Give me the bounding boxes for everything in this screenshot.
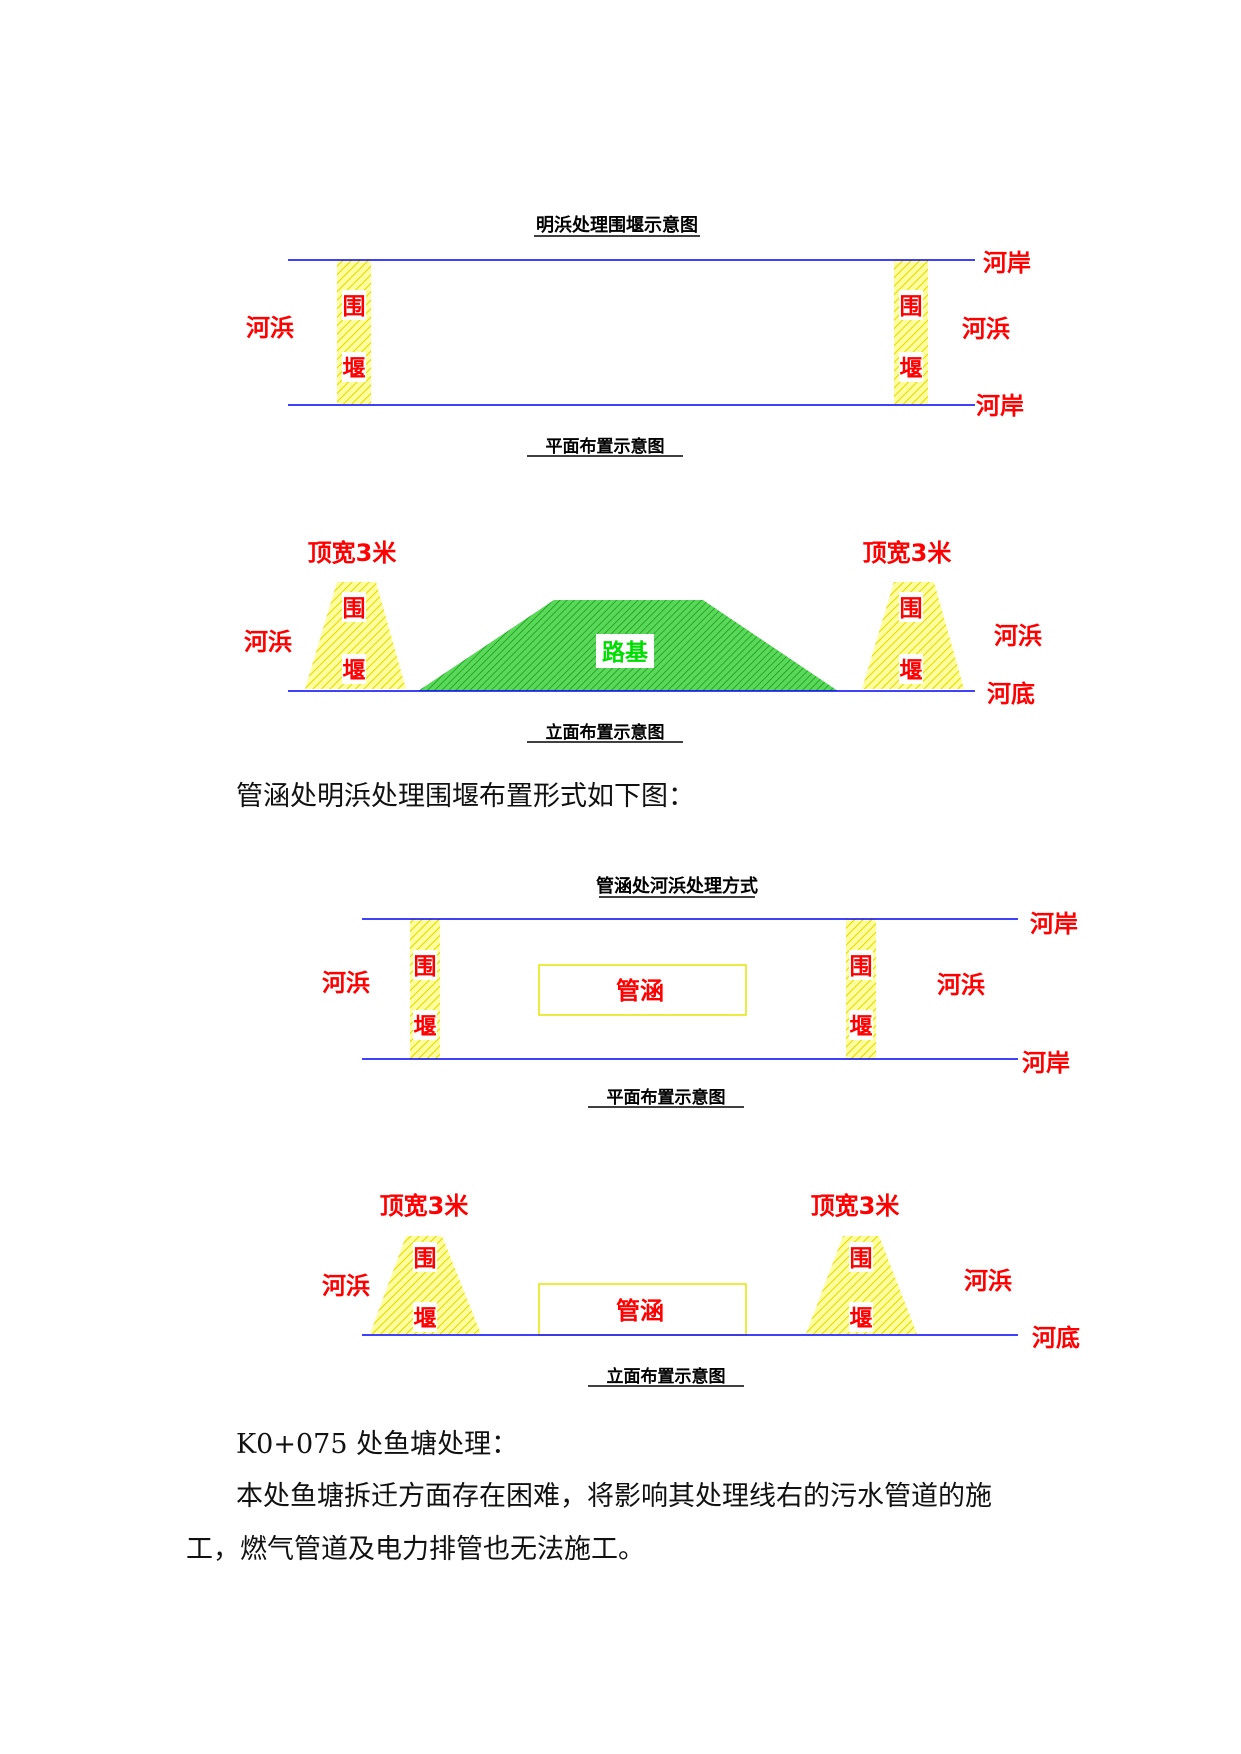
weir-right (894, 260, 928, 404)
riverbank-label: 河岸 (1022, 1049, 1070, 1077)
body-paragraph-line1: 本处鱼塘拆迁方面存在困难，将影响其处理线右的污水管道的施 (236, 1481, 992, 1512)
weir-char: 堰 (900, 356, 923, 382)
weir-char: 围 (414, 1246, 437, 1272)
weir-char: 堰 (850, 1014, 873, 1040)
label-box (899, 592, 923, 622)
weir-char: 堰 (900, 658, 923, 684)
riverbank-label: 河岸 (983, 249, 1031, 277)
label-box (849, 1302, 873, 1332)
label-box (899, 654, 923, 684)
diagram2-plan: 管涵 围 堰 围 堰 河浜 河浜 河岸 河岸 平面布置示意图 (322, 910, 1078, 1108)
label-box (413, 1302, 437, 1332)
weir-char: 围 (850, 954, 873, 980)
weir-left (337, 260, 371, 404)
diagram2-elevation: 管涵 围 堰 围 堰 顶宽3米 顶宽3米 河浜 河浜 河底 立面布置示意图 (322, 1192, 1080, 1387)
diagram1: 明浜处理围堰示意图 围 堰 围 堰 河浜 河浜 河岸 河岸 平面布置示意图 (244, 214, 1042, 743)
label-box (342, 592, 366, 622)
diagram1-title: 明浜处理围堰示意图 (536, 214, 698, 236)
river-creek-label: 河浜 (937, 971, 985, 999)
diagram2-title: 管涵处河浜处理方式 (596, 875, 758, 897)
river-creek-label: 河浜 (962, 315, 1010, 343)
roadbed-label: 路基 (602, 639, 649, 666)
label-box (596, 634, 654, 668)
weir-char: 堰 (414, 1014, 437, 1040)
label-box (899, 290, 923, 320)
culvert-box (538, 1283, 747, 1336)
label-box (899, 352, 923, 382)
weir-left-section (305, 582, 406, 689)
weir-char: 堰 (343, 658, 366, 684)
label-box (849, 950, 873, 980)
label-box (413, 1242, 437, 1272)
caption-plan: 平面布置示意图 (546, 436, 665, 457)
riverbed-label: 河底 (987, 680, 1035, 708)
culvert-box (538, 964, 747, 1016)
river-creek-label: 河浜 (322, 1272, 370, 1300)
weir-char: 围 (343, 294, 366, 320)
river-creek-label: 河浜 (994, 622, 1042, 650)
label-box (342, 290, 366, 320)
weir-char: 围 (850, 1246, 873, 1272)
caption-elevation: 立面布置示意图 (607, 1366, 726, 1387)
top-width-label: 顶宽3米 (308, 539, 397, 567)
caption-plan: 平面布置示意图 (607, 1087, 726, 1108)
river-creek-label: 河浜 (322, 969, 370, 997)
weir-right-section (806, 1236, 917, 1334)
diagram1-elevation: 围 堰 围 堰 路基 顶宽3米 顶宽3米 河浜 河浜 河底 立面布置示意图 (244, 539, 1042, 743)
label-box (342, 352, 366, 382)
intro-paragraph: 管涵处明浜处理围堰布置形式如下图： (236, 781, 695, 812)
weir-char: 堰 (414, 1306, 437, 1332)
river-creek-label: 河浜 (244, 628, 292, 656)
body-paragraph-line2: 工，燃气管道及电力排管也无法施工。 (186, 1534, 645, 1565)
label-box (413, 1010, 437, 1040)
weir-right-section (862, 582, 964, 689)
top-width-label: 顶宽3米 (380, 1192, 469, 1220)
section-heading: K0+075 处鱼塘处理： (236, 1429, 519, 1460)
weir-char: 堰 (343, 356, 366, 382)
diagram2: 管涵处河浜处理方式 管涵 围 堰 围 堰 河浜 河浜 河岸 河岸 平面布置示意图 (322, 875, 1080, 1387)
riverbank-label: 河岸 (976, 392, 1024, 420)
diagram1-plan: 围 堰 围 堰 河浜 河浜 河岸 河岸 平面布置示意图 (246, 249, 1031, 457)
label-box (849, 1242, 873, 1272)
caption-elevation: 立面布置示意图 (546, 722, 665, 743)
river-creek-label: 河浜 (964, 1267, 1012, 1295)
riverbed-label: 河底 (1032, 1324, 1080, 1352)
weir-char: 围 (900, 294, 923, 320)
weir-left-section (370, 1236, 481, 1334)
top-width-label: 顶宽3米 (863, 539, 952, 567)
riverbank-label: 河岸 (1030, 910, 1078, 938)
weir-char: 围 (343, 596, 366, 622)
label-box (413, 950, 437, 980)
weir-char: 堰 (850, 1306, 873, 1332)
label-box (342, 654, 366, 684)
top-width-label: 顶宽3米 (811, 1192, 900, 1220)
weir-char: 围 (900, 596, 923, 622)
culvert-label: 管涵 (616, 977, 664, 1005)
label-box (849, 1010, 873, 1040)
weir-char: 围 (414, 954, 437, 980)
culvert-label: 管涵 (616, 1297, 664, 1325)
river-creek-label: 河浜 (246, 314, 294, 342)
